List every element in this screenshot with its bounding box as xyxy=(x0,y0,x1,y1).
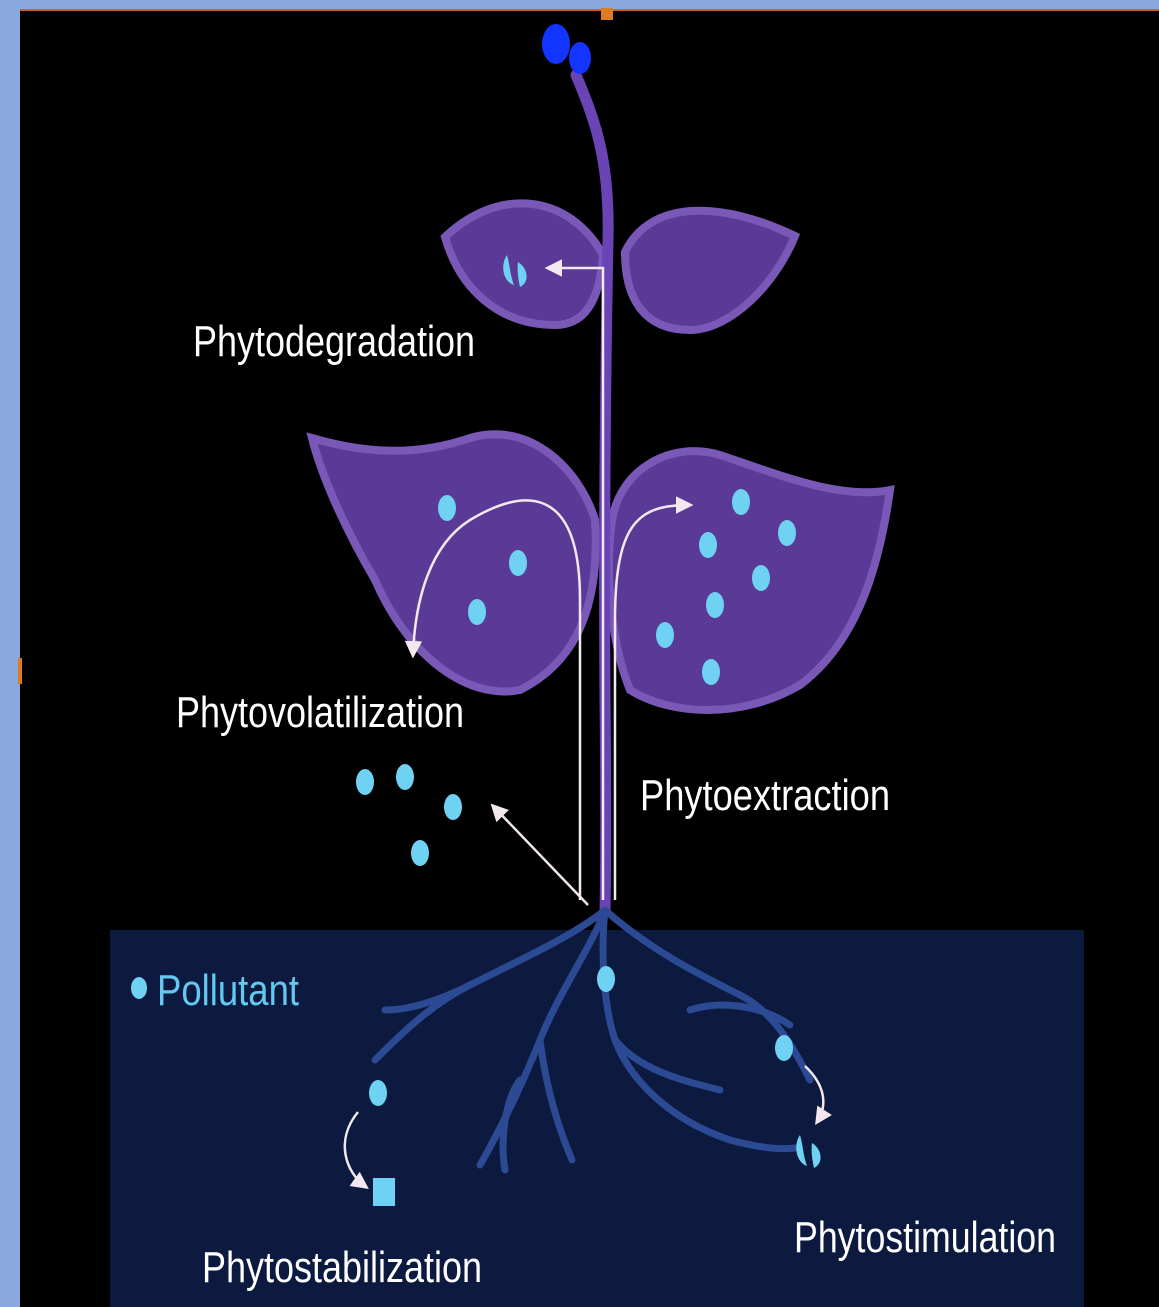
pollutant-dot xyxy=(775,1035,793,1061)
pollutant-dot xyxy=(438,495,456,521)
pollutant-dot xyxy=(444,794,462,820)
lower-right-leaf xyxy=(609,451,890,710)
label-phytovolatilization: Phytovolatilization xyxy=(176,688,464,737)
flower-bud-right xyxy=(569,42,591,74)
legend-pollutant-dot xyxy=(131,977,147,999)
pollutant-dot xyxy=(369,1080,387,1106)
pollutant-dot xyxy=(468,599,486,625)
lower-left-leaf xyxy=(312,434,596,691)
pollutant-dot xyxy=(509,550,527,576)
label-phytodegradation: Phytodegradation xyxy=(193,317,475,366)
pollutant-dot xyxy=(656,622,674,648)
label-phytostimulation: Phytostimulation xyxy=(794,1213,1056,1262)
arrow-phytovolatilization-air xyxy=(493,806,588,905)
label-phytoextraction: Phytoextraction xyxy=(640,771,890,820)
flower-bud-left xyxy=(542,24,570,64)
upper-left-leaf xyxy=(445,203,603,325)
pollutant-dot xyxy=(396,764,414,790)
pollutant-dot xyxy=(752,565,770,591)
pollutant-dot xyxy=(411,840,429,866)
pollutant-dot xyxy=(778,520,796,546)
pollutant-dot xyxy=(597,966,615,992)
upper-right-leaf xyxy=(625,211,795,330)
stabilized-pollutant-square xyxy=(373,1178,395,1206)
pollutant-dot xyxy=(699,532,717,558)
pollutant-dot xyxy=(706,592,724,618)
legend: Pollutant xyxy=(131,966,299,1015)
pollutant-dot xyxy=(356,769,374,795)
pollutant-dot xyxy=(732,489,750,515)
legend-pollutant-label: Pollutant xyxy=(157,966,299,1015)
pollutant-dot xyxy=(702,659,720,685)
label-phytostabilization: Phytostabilization xyxy=(202,1243,482,1292)
flower-buds xyxy=(542,24,591,74)
